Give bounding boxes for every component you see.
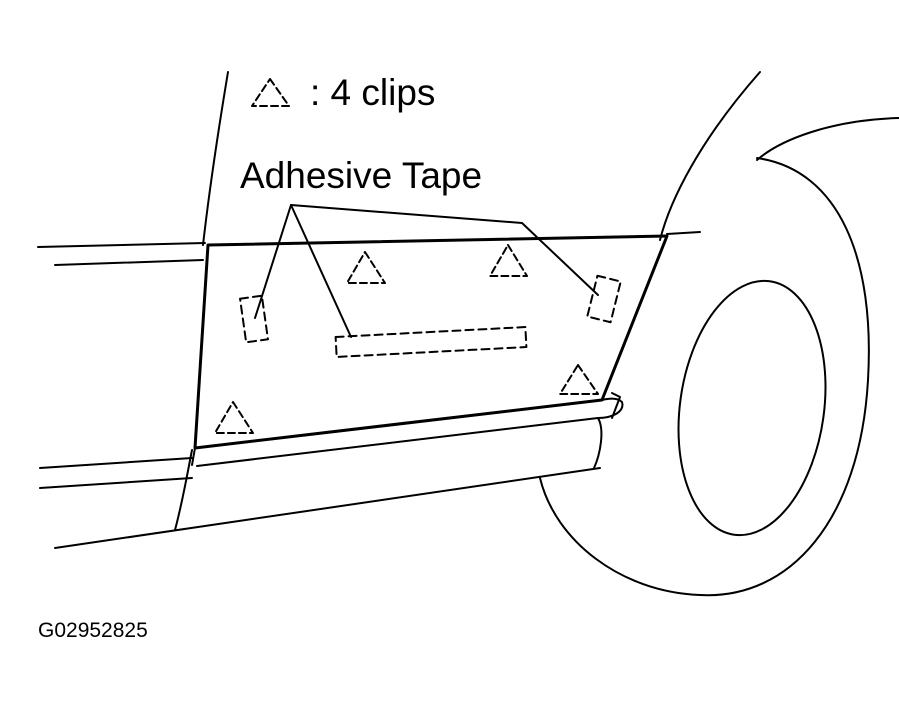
clip-triangle-icon [214, 401, 254, 434]
clip-triangle-icon [559, 364, 599, 395]
legend-clip-icon [251, 78, 290, 107]
figure-id: G02952825 [38, 619, 148, 642]
fender-arch [659, 71, 899, 241]
tape-leader-lines [254, 204, 599, 338]
adhesive-tape-label: Adhesive Tape [240, 155, 483, 196]
clip-triangle-icon [346, 251, 386, 284]
tape-strip-right [586, 274, 622, 324]
clip-markers [214, 244, 599, 434]
tape-strip-left [239, 294, 269, 344]
adhesive-tape-strips [239, 274, 622, 358]
side-molding-panel [191, 234, 669, 469]
car-body-outline [37, 71, 701, 549]
tire [539, 157, 870, 597]
clip-triangle-icon [489, 244, 528, 277]
clips-legend-text: : 4 clips [310, 72, 436, 113]
tape-strip-center [334, 326, 528, 358]
